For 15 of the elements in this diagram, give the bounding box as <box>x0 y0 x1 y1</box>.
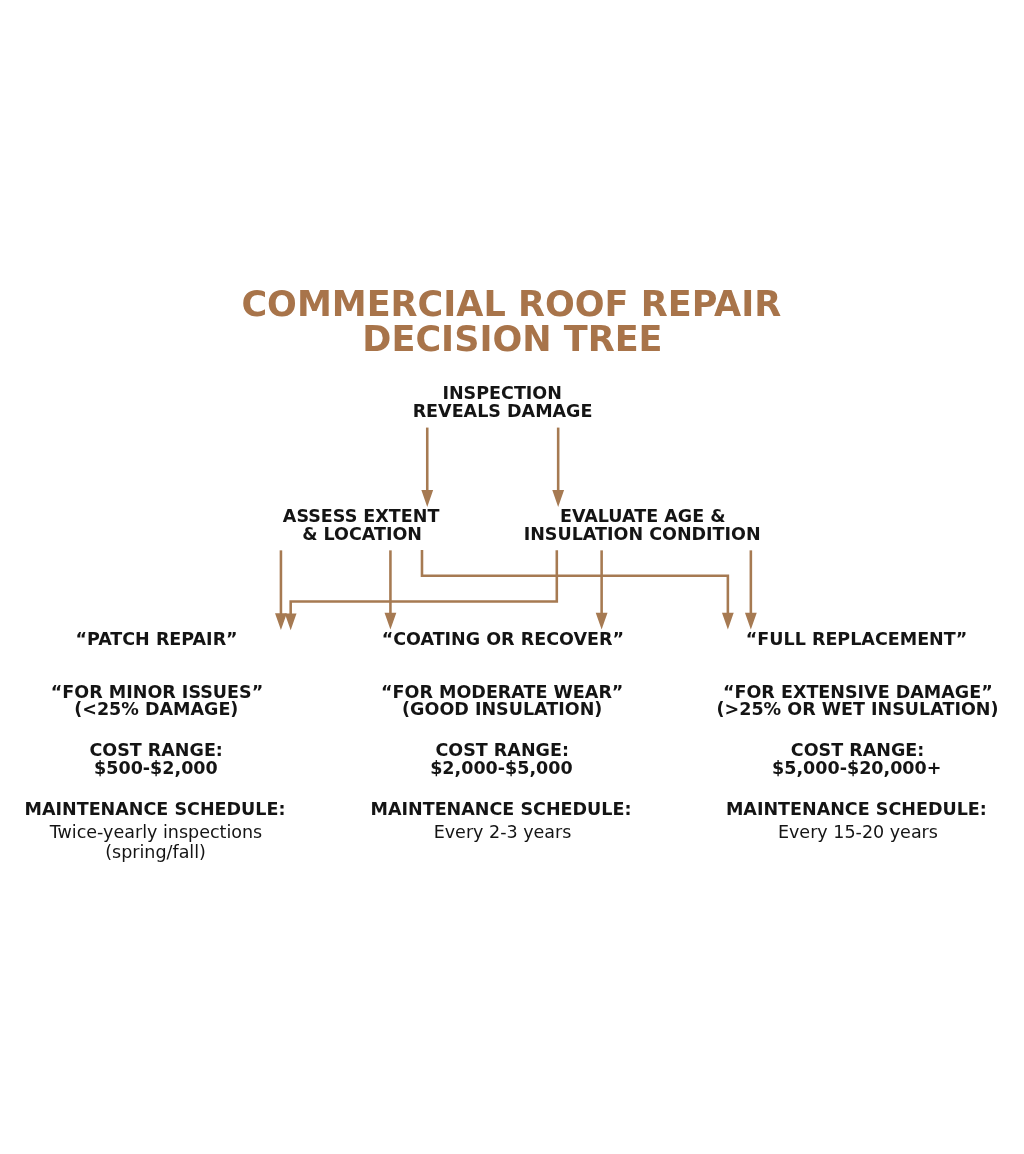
arrow <box>284 549 559 630</box>
node-text: INSPECTION REVEALS DAMAGE <box>412 382 593 421</box>
node-text: ASSESS EXTENT & LOCATION <box>282 505 440 544</box>
node-text: “COATING OR RECOVER” “FOR MODERATE WEAR” (GOOD INSULATION) COST RANGE: $2,000-$5,000 MAINTENANCE SCHEDULE: Every 2-3 years <box>370 628 632 842</box>
arrow <box>744 549 757 630</box>
arrow <box>420 549 734 629</box>
node-text: “PATCH REPAIR” “FOR MINOR ISSUES” (<25% DAMAGE) COST RANGE: $500-$2,000 MAINTENANCE SCHEDULE: Twice-yearly inspections (spring/fall) <box>24 628 286 862</box>
arrow <box>552 427 565 507</box>
node-text: “FULL REPLACEMENT” “FOR EXTENSIVE DAMAGE” (>25% OR WET INSULATION) COST RANGE: $5,000-$20,000+ MAINTENANCE SCHEDULE: Every 15-20 years <box>716 628 999 842</box>
arrow <box>595 549 608 630</box>
arrow <box>275 549 287 630</box>
arrow <box>421 427 434 507</box>
node-text: EVALUATE AGE & INSULATION CONDITION <box>523 505 761 544</box>
diagram-title: COMMERCIAL ROOF REPAIR DECISION TREE <box>241 282 782 359</box>
arrow <box>384 549 397 630</box>
